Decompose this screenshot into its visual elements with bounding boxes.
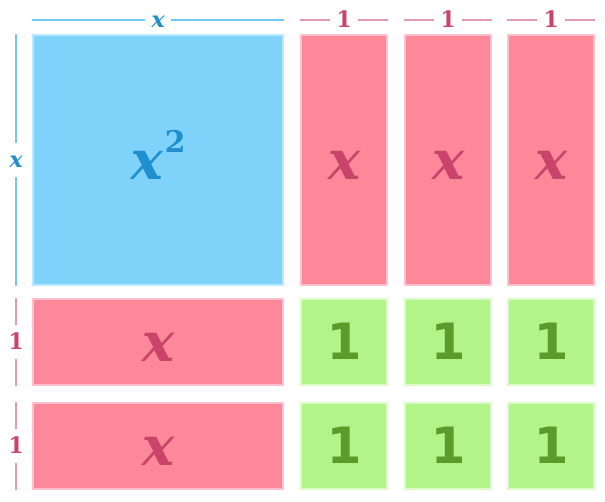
x-squared-exponent: 2	[164, 125, 186, 160]
unit-tile: 1	[404, 298, 492, 386]
dimension-line	[300, 19, 331, 21]
dimension-line	[404, 19, 435, 21]
dimension-line	[15, 463, 17, 490]
unit-tile-label: 1	[430, 313, 466, 371]
unit-tile: 1	[300, 298, 388, 386]
unit-tile: 1	[300, 402, 388, 490]
dimension-label: x	[151, 7, 165, 33]
dimension-line	[507, 19, 538, 21]
dimension-label: 1	[543, 7, 559, 33]
dimension-line	[170, 19, 284, 21]
dimension-line	[461, 19, 492, 21]
unit-tile-label: 1	[326, 313, 362, 371]
unit-tile: 1	[404, 402, 492, 490]
unit-tile: 1	[507, 402, 595, 490]
unit-tile-label: 1	[533, 417, 569, 475]
dimension-label: 1	[336, 7, 352, 33]
left-dimension-1: 1	[4, 298, 28, 386]
dimension-label: 1	[8, 433, 24, 459]
x-tile-label: x	[431, 128, 465, 192]
top-dimension-1: 1	[300, 8, 388, 32]
unit-tile-label: 1	[533, 313, 569, 371]
unit-tile: 1	[507, 298, 595, 386]
top-dimension-1: 1	[404, 8, 492, 32]
top-dimension-1: 1	[507, 8, 595, 32]
x-tile: x	[32, 402, 284, 490]
top-dimension-x: x	[32, 8, 284, 32]
dimension-line	[15, 34, 17, 143]
dimension-label: 1	[440, 7, 456, 33]
x-tile-label: x	[141, 414, 175, 478]
x-tile-label: x	[534, 128, 568, 192]
dimension-line	[564, 19, 595, 21]
dimension-line	[15, 359, 17, 386]
unit-tile-label: 1	[430, 417, 466, 475]
dimension-line	[15, 402, 17, 429]
unit-tile-label: 1	[326, 417, 362, 475]
left-dimension-1: 1	[4, 402, 28, 490]
left-dimension-x: x	[4, 34, 28, 286]
x-tile: x	[507, 34, 595, 286]
x-tile: x	[404, 34, 492, 286]
dimension-label: x	[9, 147, 23, 173]
x-squared-tile: x2	[32, 34, 284, 286]
x-tile: x	[300, 34, 388, 286]
x-squared-base: x	[130, 128, 163, 192]
dimension-label: 1	[8, 329, 24, 355]
dimension-line	[32, 19, 146, 21]
x-squared-label: x2	[130, 128, 185, 188]
dimension-line	[15, 177, 17, 286]
dimension-line	[15, 298, 17, 325]
dimension-line	[357, 19, 388, 21]
x-tile-label: x	[327, 128, 361, 192]
x-tile-label: x	[141, 310, 175, 374]
x-tile: x	[32, 298, 284, 386]
